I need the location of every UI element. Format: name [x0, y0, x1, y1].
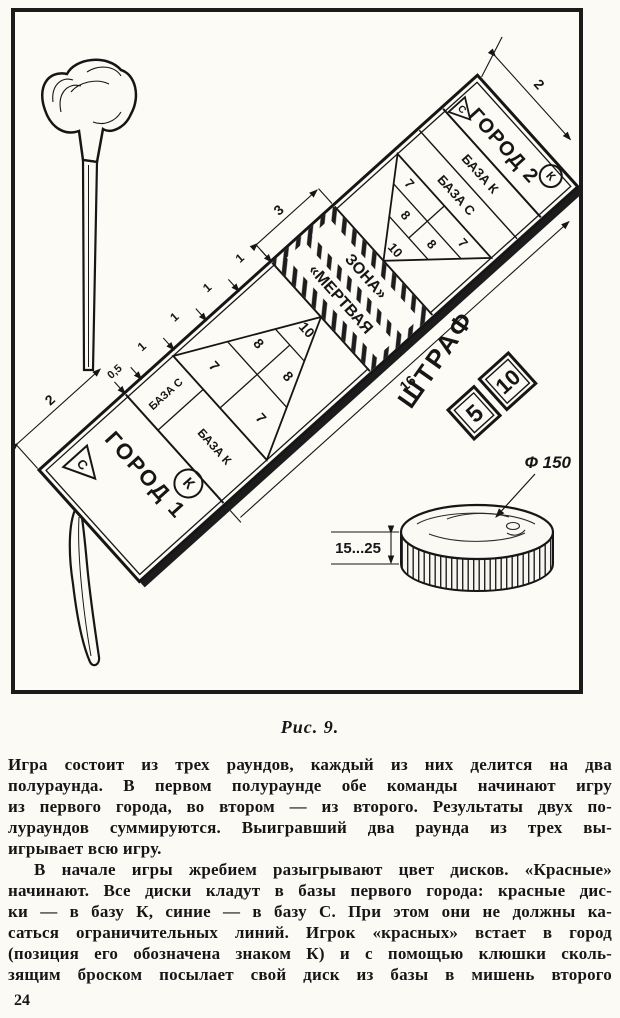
text-line: В начале игры жребием разыгрывают цвет д…: [34, 860, 612, 879]
disc: Ф 150 15...25: [331, 453, 572, 592]
mallet-head: [40, 58, 138, 164]
city2-circle-mark: [538, 164, 563, 189]
mallet: [40, 58, 138, 372]
disc-diameter-label: Ф 150: [525, 453, 572, 472]
dim-half: 0,5: [105, 362, 124, 381]
body-text: Игра состоит из трех раундов, каждый из …: [8, 754, 612, 985]
dim-city1: 2: [42, 391, 59, 408]
disc-top: [399, 503, 555, 561]
disc-thickness-label: 15...25: [335, 540, 381, 557]
text-line: зящим броском посылает свой диск из базы…: [8, 965, 612, 984]
text-line: ки — в базу К, синие — в базу С. При это…: [8, 902, 612, 921]
dim-city2: 2: [531, 76, 548, 93]
text-line: лураундов суммируются. Выигравший два ра…: [8, 818, 612, 837]
text-line: игрывает всю игру.: [8, 839, 162, 858]
text-line: полураунда. В первом полураунде обе кома…: [8, 776, 612, 795]
city1-triangle-mark: [61, 443, 97, 481]
text-line: (позиция его обозначена знаком К) и с по…: [8, 944, 612, 963]
text-line: из первого города, во втором — из второг…: [8, 797, 612, 816]
game-board: С ГОРОД 1 К БАЗА С БАЗА К: [15, 36, 579, 588]
figure-frame: С ГОРОД 1 К БАЗА С БАЗА К: [11, 8, 583, 694]
penalty-cards: 5 10: [445, 350, 538, 442]
page-number: 24: [14, 992, 30, 1009]
text-line: начинают. Все диски кладут в базы первог…: [8, 881, 612, 900]
dim-one-1: 1: [135, 339, 150, 354]
city1-circle-mark: [173, 468, 204, 499]
city2-triangle-mark: [446, 95, 472, 121]
figure-drawing: С ГОРОД 1 К БАЗА С БАЗА К: [15, 36, 579, 667]
dim-one-2: 1: [167, 309, 182, 324]
figure-caption: Рис. 9.: [280, 717, 340, 737]
text-line: Игра состоит из трех раундов, каждый из …: [8, 755, 612, 774]
dim-one-3: 1: [200, 280, 215, 295]
mallet-handle: [81, 158, 99, 372]
dim-dead: 3: [270, 201, 287, 218]
text-line: саться ограничительных линий. Игрок «кра…: [8, 923, 612, 942]
dim-one-4: 1: [233, 251, 248, 266]
board-side: [139, 186, 579, 588]
